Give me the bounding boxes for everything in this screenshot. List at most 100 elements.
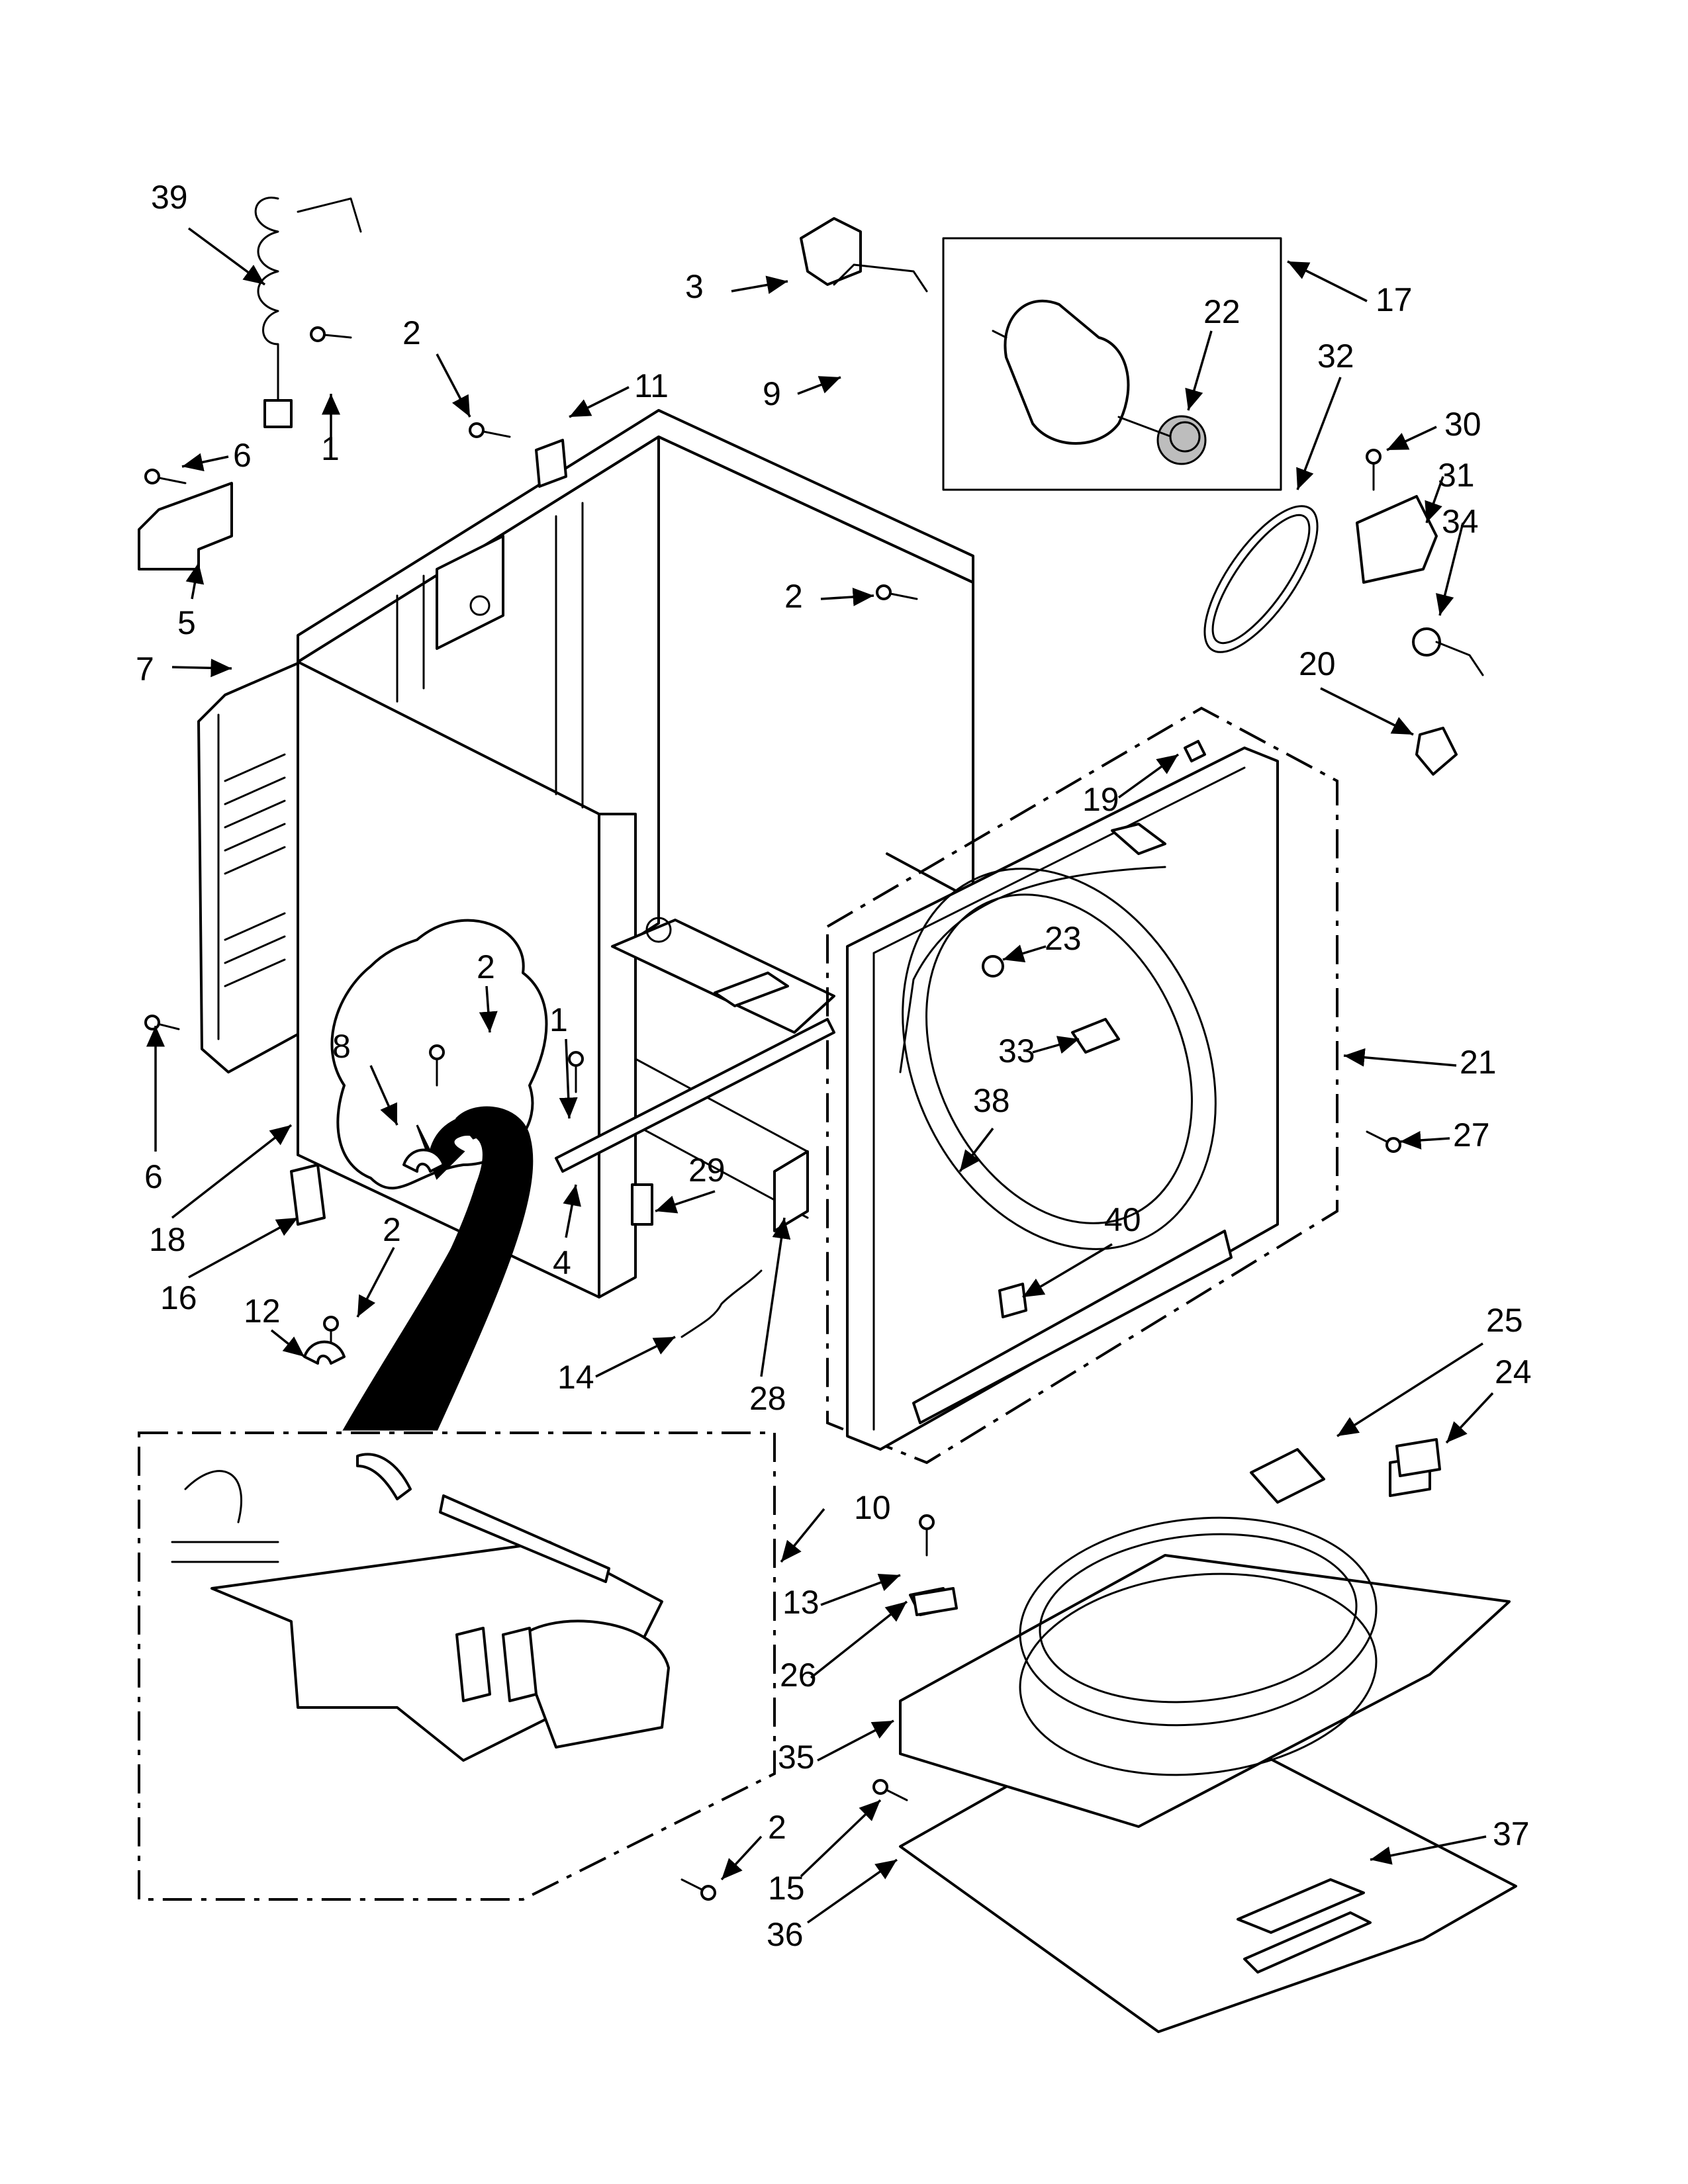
callout-label: 26 [780, 1657, 817, 1694]
callout-leader-arrow [185, 562, 205, 600]
callout-label: 18 [149, 1221, 186, 1258]
callout-leader-arrow [1386, 426, 1437, 451]
callout-label: 2 [402, 314, 421, 351]
burner-assembly-part [138, 1432, 776, 1901]
callout-leader-arrow [569, 386, 630, 418]
callout-leader-arrow [479, 985, 498, 1033]
callout-leader-arrow [655, 1190, 716, 1214]
callout-label: 38 [973, 1082, 1010, 1119]
callout-label: 1 [321, 430, 340, 467]
callout-leader-arrow [1287, 260, 1368, 302]
callout-label: 31 [1438, 457, 1475, 494]
callout-leader-arrow [800, 1799, 882, 1878]
callout-label: 35 [778, 1739, 815, 1776]
callout-leader-arrow [720, 1835, 763, 1881]
callout-leader-arrow [959, 1127, 994, 1173]
callout-leader-arrow [187, 227, 266, 286]
callout-label: 22 [1203, 293, 1241, 330]
callout-leader-arrow [806, 1858, 898, 1924]
callout-label: 12 [244, 1293, 281, 1330]
callout-label: 2 [768, 1809, 786, 1846]
callout-leader-arrow [171, 659, 232, 678]
side-panel-part [197, 660, 303, 1073]
callout-leader-arrow [1370, 1835, 1487, 1865]
callout-label: 15 [768, 1870, 805, 1907]
hardware-parts [138, 197, 1484, 1901]
callout-label: 30 [1444, 406, 1481, 443]
callout-label: 39 [151, 179, 188, 216]
base-assembly-part [899, 1448, 1517, 2033]
callout-leader-arrow [797, 376, 841, 395]
callout-leader-arrow [270, 1329, 306, 1358]
callout-label: 6 [233, 437, 252, 474]
callout-label: 4 [553, 1244, 571, 1281]
callout-leader-arrow [188, 1216, 299, 1279]
callout-leader-arrow [810, 1600, 908, 1679]
callout-leader-arrow [1002, 944, 1047, 963]
callout-label: 3 [685, 268, 704, 305]
callout-label: 25 [1486, 1302, 1523, 1339]
callout-label: 34 [1442, 503, 1479, 540]
callout-label: 9 [763, 375, 781, 412]
callout-label: 13 [782, 1584, 820, 1621]
motor-assembly-part [942, 237, 1282, 491]
callout-label: 28 [749, 1380, 786, 1417]
callout-leader-arrow [817, 1719, 894, 1762]
callout-leader-arrow [1436, 522, 1464, 616]
callout-label: 8 [332, 1028, 351, 1065]
callout-label: 6 [144, 1158, 163, 1195]
callout-label: 32 [1317, 338, 1354, 375]
callout-leader-arrow [1185, 330, 1213, 411]
callout-leader-arrow [820, 587, 874, 606]
callout-leader-arrow [1343, 1048, 1457, 1067]
callout-label: 7 [136, 651, 154, 688]
callout-label: 11 [634, 367, 669, 404]
callout-leader-arrow [820, 1573, 901, 1606]
callout-leader-arrow [1445, 1392, 1494, 1444]
callout-label: 2 [477, 948, 495, 985]
callout-leader-arrow [731, 275, 788, 295]
callout-leader-arrow [780, 1508, 825, 1563]
callout-label: 33 [998, 1032, 1035, 1069]
callout-leader-arrow [356, 1247, 395, 1318]
callout-label: 5 [177, 604, 196, 641]
callout-leader-arrow [369, 1065, 399, 1126]
callout-leader-arrow [1320, 687, 1414, 736]
cutaway-detail [330, 919, 548, 1431]
callout-label: 20 [1299, 645, 1336, 682]
callout-leader-arrow [1296, 377, 1342, 490]
callout-label: 2 [383, 1211, 401, 1248]
callout-leader-arrow [171, 1124, 293, 1219]
callout-leader-arrow [181, 453, 229, 472]
callout-label: 27 [1453, 1116, 1490, 1154]
callout-label: 24 [1495, 1353, 1532, 1390]
callout-leader-arrow [436, 353, 471, 418]
callout-leader-arrow [595, 1336, 676, 1378]
callout-leader-arrow [1399, 1130, 1450, 1150]
callout-label: 16 [160, 1279, 197, 1316]
callout-label: 19 [1082, 781, 1119, 818]
callout-leader-arrow [1032, 1036, 1080, 1054]
callout-label: 17 [1376, 281, 1413, 318]
callout-leader-arrow [1336, 1342, 1483, 1437]
callout-label: 14 [557, 1359, 594, 1396]
callout-label: 21 [1460, 1044, 1497, 1081]
callout-leaders [146, 227, 1494, 1924]
callout-leader-arrow [1425, 476, 1444, 523]
callout-leader-arrow [563, 1184, 581, 1238]
callout-label: 29 [688, 1152, 726, 1189]
callout-leader-arrow [760, 1217, 791, 1377]
callout-leader-arrow [559, 1038, 578, 1119]
callout-label: 37 [1493, 1815, 1530, 1852]
callout-label: 2 [784, 578, 803, 615]
drum-belt-part [1203, 505, 1319, 653]
callout-label: 23 [1045, 920, 1082, 957]
callout-leader-arrow [1117, 753, 1180, 799]
callout-label: 40 [1104, 1201, 1141, 1238]
callout-labels: 39 2 11 1 6 5 7 3 9 17 22 32 30 31 34 2 … [136, 179, 1532, 1953]
callout-leader-arrow [1022, 1243, 1113, 1298]
callout-label: 36 [767, 1916, 804, 1953]
callout-label: 1 [549, 1001, 568, 1038]
callout-label: 10 [854, 1489, 891, 1526]
